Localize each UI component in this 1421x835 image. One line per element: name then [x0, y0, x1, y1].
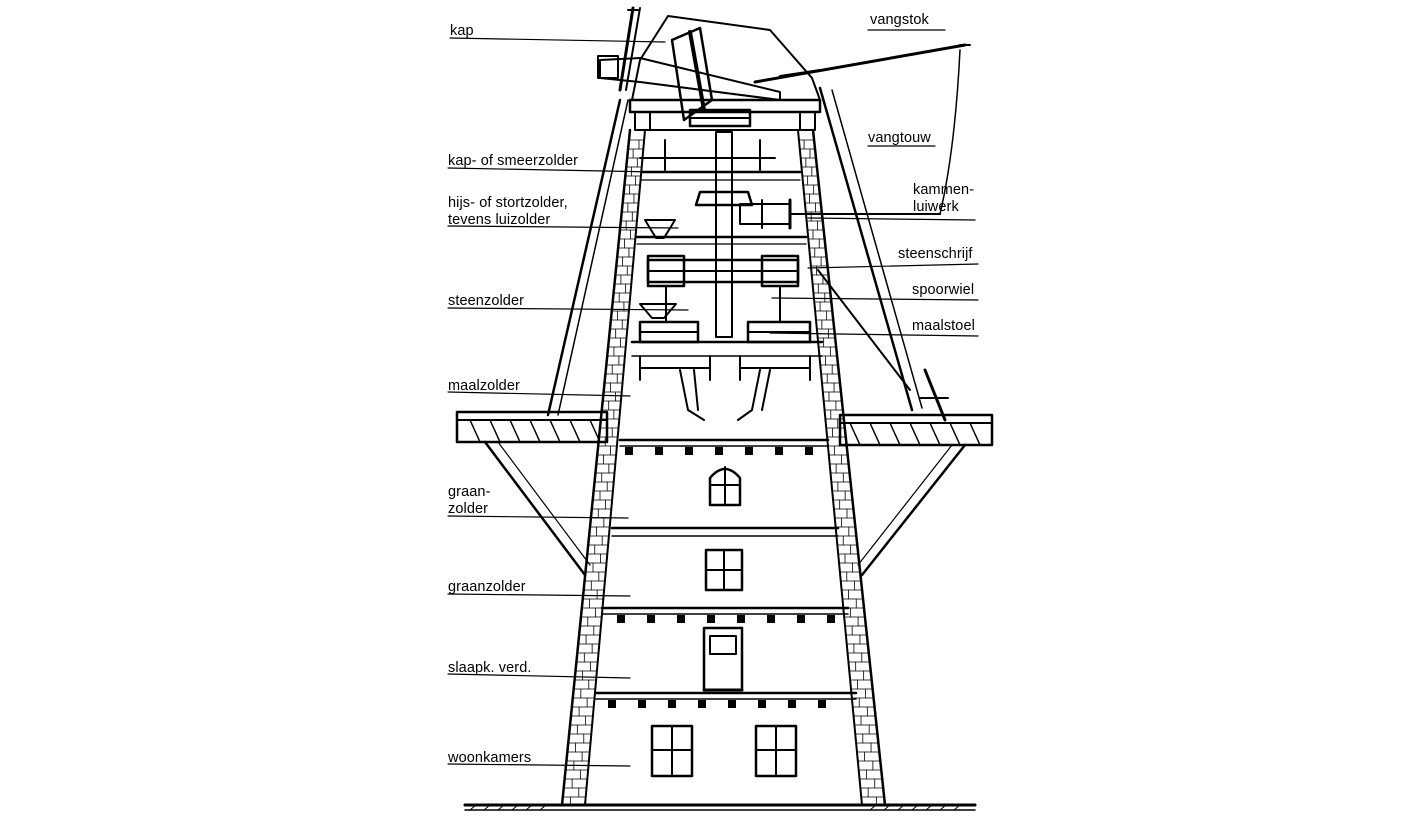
- meal-chutes: [639, 355, 811, 421]
- label-steenzolder: steenzolder: [448, 293, 525, 309]
- tail-pole: [817, 86, 949, 422]
- windows-woonkamers: [650, 724, 798, 778]
- hopper: [639, 219, 677, 319]
- main-shaft: [639, 131, 776, 338]
- brake-rope: [939, 49, 961, 215]
- sack-hoist: [739, 198, 941, 230]
- label-graanzolder-split-line2: zolder: [448, 501, 489, 517]
- label-vangstok: vangstok: [870, 12, 929, 28]
- label-slaapk-verd: slaapk. verd.: [448, 660, 532, 676]
- label-graanzolder: graanzolder: [448, 579, 526, 595]
- door: [702, 626, 744, 692]
- sail-stock: [546, 6, 641, 417]
- window-arched: [708, 466, 742, 507]
- label-kapzolder: kap- of smeerzolder: [448, 153, 579, 169]
- spur-wheel: [646, 254, 800, 323]
- gallery-stage: [455, 410, 994, 577]
- label-maalstoel: maalstoel: [912, 318, 975, 334]
- cap-structure: [597, 15, 971, 131]
- label-hijszolder-line2: tevens luizolder: [448, 212, 551, 228]
- brick-pattern-left: [562, 139, 645, 807]
- label-kammenluiwerk-line1: kammen-: [913, 182, 975, 198]
- label-vangtouw: vangtouw: [868, 130, 931, 146]
- ground-line: [463, 803, 977, 811]
- label-spoorwiel: spoorwiel: [912, 282, 975, 298]
- label-kammenluiwerk-line2: luiwerk: [913, 199, 959, 215]
- brick-pattern-right: [798, 139, 885, 807]
- beam-ends: [608, 447, 835, 708]
- label-maalzolder: maalzolder: [448, 378, 520, 394]
- label-woonkamers: woonkamers: [448, 750, 532, 766]
- label-kap: kap: [450, 23, 474, 39]
- millstones: [638, 320, 812, 344]
- leader-lines: [447, 29, 979, 767]
- label-hijszolder-line1: hijs- of stortzolder,: [448, 195, 568, 211]
- window-graanzolder: [704, 548, 744, 592]
- label-steenschrijf: steenschrijf: [898, 246, 973, 262]
- label-graanzolder-split-line1: graan-: [448, 484, 491, 500]
